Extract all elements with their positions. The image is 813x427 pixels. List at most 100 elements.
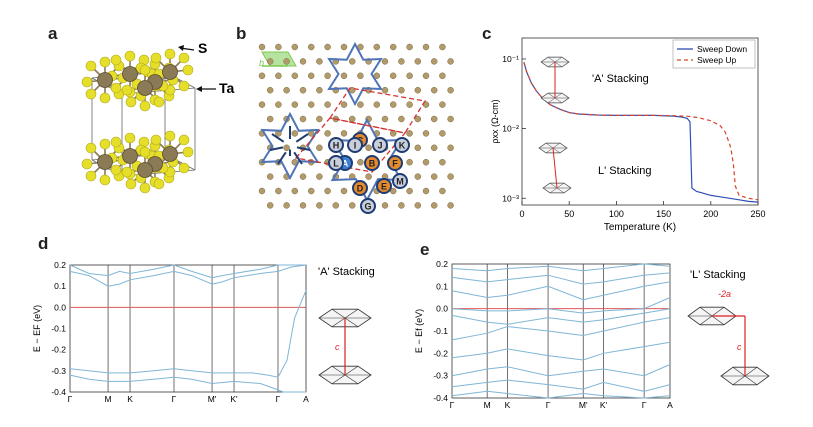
- cdw-cell: [294, 117, 407, 173]
- inset-hexagon-spoke: [552, 147, 561, 154]
- inset-hexagon-spoke: [711, 315, 725, 326]
- s-atom: [81, 76, 93, 88]
- ta-site: [324, 101, 331, 108]
- ta-site: [447, 144, 454, 152]
- s-atom: [150, 52, 162, 64]
- s-atom: [99, 174, 111, 186]
- ta-site: [406, 43, 413, 51]
- ta-site: [299, 173, 307, 180]
- ta-site: [357, 72, 364, 80]
- star-site-label: D: [357, 184, 364, 194]
- ta-site: [406, 101, 413, 108]
- s-atom: [139, 100, 151, 112]
- ta-site: [316, 58, 323, 65]
- s-atom: [164, 130, 176, 142]
- ta-atom: [97, 72, 113, 88]
- inset-hexagon-spoke: [547, 97, 556, 104]
- ta-site: [381, 202, 389, 209]
- y-tick-label: 10⁻³: [502, 193, 519, 203]
- ta-site: [340, 187, 348, 195]
- david-star-lattice: abABCDEFGHIJKLM: [258, 41, 454, 214]
- ta-site: [365, 173, 372, 180]
- s-atom: [182, 64, 194, 76]
- stacking-l-label: L' Stacking: [598, 165, 651, 177]
- y-tick-label: -0.2: [51, 345, 66, 355]
- ta-site: [422, 72, 430, 80]
- x-tick-label: 100: [609, 209, 624, 219]
- ta-site: [381, 86, 389, 94]
- ta-site: [299, 58, 307, 65]
- s-atom: [99, 56, 111, 68]
- y-tick-label: 0.1: [436, 281, 448, 291]
- panel-letter-a: a: [48, 24, 58, 43]
- inset-hexagon-spoke: [547, 92, 556, 99]
- x-axis-label: Temperature (K): [604, 222, 676, 233]
- inset-hexagon-spoke: [344, 308, 359, 319]
- s-atom: [125, 96, 137, 108]
- ta-site: [316, 144, 323, 152]
- ta-site: [275, 101, 282, 108]
- ta-atom: [122, 148, 138, 164]
- star-site-label: E: [381, 182, 387, 192]
- ta-site: [275, 43, 282, 51]
- s-atom: [178, 134, 190, 146]
- band-line: [69, 290, 307, 378]
- ta-site: [316, 173, 323, 180]
- legend-box: [672, 39, 756, 69]
- inset-hexagon-spoke: [545, 147, 554, 154]
- inset-hexagon-spoke: [732, 366, 746, 377]
- ta-site: [283, 202, 290, 209]
- ta-site: [373, 43, 381, 51]
- inset-hexagon-spoke: [556, 187, 565, 194]
- band-line: [451, 379, 671, 392]
- stacking-a-label: 'A' Stacking: [318, 266, 375, 278]
- band-line: [451, 308, 671, 325]
- star-site: [387, 155, 403, 171]
- k-point-label: Γ: [642, 400, 647, 410]
- s-atom: [139, 146, 151, 158]
- y-axis-label: ρxx (Ω-cm): [490, 99, 500, 143]
- y-tick-label: 0.2: [54, 260, 66, 270]
- plot-frame: [451, 263, 671, 399]
- ta-site: [430, 115, 438, 123]
- y-tick-label: 0.0: [54, 302, 66, 312]
- inset-hexagon-spoke: [547, 61, 556, 68]
- s-atom: [85, 170, 97, 182]
- star-site-label: G: [364, 202, 371, 212]
- inset-hexagon-spoke: [344, 317, 359, 328]
- ta-site: [447, 115, 454, 123]
- ta-site: [422, 158, 430, 166]
- ta-site: [406, 187, 413, 195]
- band-line: [451, 390, 671, 399]
- ta-site: [291, 43, 299, 51]
- displacement-arrow: [293, 151, 303, 165]
- c-vector-label: c: [737, 342, 742, 352]
- y-tick-label: 0.1: [54, 281, 66, 291]
- inset-hexagon-spoke: [331, 317, 346, 328]
- star-site-label: J: [377, 141, 382, 151]
- inset-hexagon-spoke: [331, 374, 346, 385]
- x-tick-label: 0: [519, 209, 524, 219]
- ta-site: [324, 72, 331, 80]
- ta-site: [414, 202, 422, 209]
- unit-cell: [261, 51, 297, 67]
- ta-site: [357, 101, 364, 108]
- s-atom: [99, 92, 111, 104]
- s-atom: [110, 82, 122, 94]
- ta-site: [332, 202, 340, 209]
- band-line: [451, 263, 671, 272]
- ta-site: [398, 115, 405, 123]
- inset-hexagon-spoke: [732, 375, 746, 386]
- ta-site: [381, 115, 389, 123]
- y-tick-label: -0.3: [51, 366, 66, 376]
- ta-site: [430, 86, 438, 94]
- k-point-label: M': [579, 400, 588, 410]
- displacement-arrow: [269, 146, 284, 151]
- ta-site: [439, 130, 446, 137]
- star-site: [376, 178, 392, 194]
- y-tick-label: -0.4: [433, 393, 448, 403]
- s-atom: [182, 146, 194, 158]
- k-point-label: A: [667, 400, 673, 410]
- star-site-label: A: [342, 159, 349, 169]
